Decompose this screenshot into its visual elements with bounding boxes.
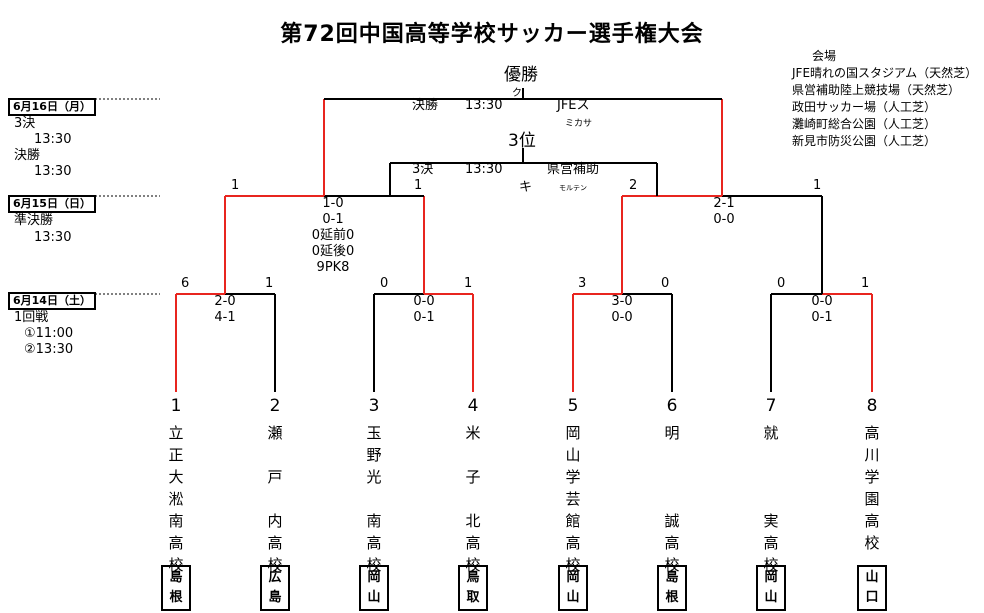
venue-item: 政田サッカー場（人工芝） [792, 100, 937, 114]
date-day3: 6月16日（月） [8, 98, 96, 116]
score-line: 2-0 [214, 294, 236, 309]
sf2-right-score: 1 [813, 178, 822, 193]
sf1-left-score: 1 [231, 178, 240, 193]
sf2-detail: 2-1 0-0 [706, 196, 742, 228]
m1-left-score: 6 [181, 276, 190, 291]
team-name: 岡山学芸館高校 [565, 424, 581, 574]
score-line: 0-1 [413, 310, 435, 325]
third-right-score: 2 [629, 178, 638, 193]
team-name: 就実高校 [763, 424, 779, 574]
score-line: 0延前0 [311, 228, 355, 243]
schedule-day2-line: 13:30 [34, 230, 72, 245]
team-7: 7 就実高校 [756, 396, 786, 576]
m1-right-score: 1 [265, 276, 274, 291]
prefecture-badge: 島根 [657, 565, 687, 611]
score-line: 0-1 [811, 310, 833, 325]
date-day2: 6月15日（日） [8, 195, 96, 213]
sf1-detail: 1-0 0-1 0延前0 0延後0 9PK8 [308, 196, 358, 276]
venue-item: 県営補助陸上競技場（天然芝） [792, 83, 961, 97]
score-line: 0-0 [413, 294, 435, 309]
team-name: 瀬戸内高校 [267, 424, 283, 574]
team-name: 立正大淞南高校 [168, 424, 184, 574]
score-line: 4-1 [214, 310, 236, 325]
team-8: 8 高川学園高校 [857, 396, 887, 576]
m4-detail: 0-0 0-1 [804, 294, 840, 326]
third-venue-sub: モルテン [559, 184, 587, 192]
venue-heading: 会場 [812, 49, 837, 63]
champion-label: 優勝 [504, 65, 538, 85]
schedule-day3-line: 13:30 [34, 164, 72, 179]
m2-detail: 0-0 0-1 [406, 294, 442, 326]
team-seed: 2 [269, 396, 281, 416]
score-line: 0-1 [322, 212, 344, 227]
venue-item: 灘崎町総合公園（人工芝） [792, 117, 937, 131]
final-venue-sub: ミカサ [565, 119, 593, 129]
venue-list: 会場 JFE晴れの国スタジアム（天然芝） 県営補助陸上競技場（天然芝） 政田サッ… [792, 48, 977, 150]
third-left-score: 1 [414, 178, 423, 193]
schedule-day1-line: ①11:00 [24, 326, 74, 341]
m4-left-score: 0 [777, 276, 786, 291]
third-time: 13:30 [465, 162, 503, 177]
schedule-day1-line: ②13:30 [24, 342, 74, 357]
m4-right-score: 1 [861, 276, 870, 291]
prefecture-badge: 山口 [857, 565, 887, 611]
team-name: 明誠高校 [664, 424, 680, 574]
schedule-day3-line: 3決 [14, 116, 36, 131]
team-6: 6 明誠高校 [657, 396, 687, 576]
team-seed: 7 [765, 396, 777, 416]
team-seed: 5 [567, 396, 579, 416]
third-round: 3決 [412, 162, 434, 177]
team-2: 2 瀬戸内高校 [260, 396, 290, 576]
team-seed: 4 [467, 396, 479, 416]
team-3: 3 玉野光南高校 [359, 396, 389, 576]
date-day1: 6月14日（土） [8, 292, 96, 310]
schedule-day3-line: 13:30 [34, 132, 72, 147]
final-time: 13:30 [465, 98, 503, 113]
third-venue: 県営補助 [547, 162, 600, 177]
m3-right-score: 0 [661, 276, 670, 291]
final-round: 決勝 [412, 98, 439, 113]
schedule-day2-line: 準決勝 [14, 213, 54, 228]
team-4: 4 米子北高校 [458, 396, 488, 576]
team-seed: 1 [170, 396, 182, 416]
prefecture-badge: 岡山 [359, 565, 389, 611]
team-name: 玉野光南高校 [366, 424, 382, 574]
third-mark: キ [519, 180, 533, 195]
m1-detail: 2-0 4-1 [207, 294, 243, 326]
prefecture-badge: 広島 [260, 565, 290, 611]
score-line: 1-0 [322, 196, 344, 211]
m2-right-score: 1 [464, 276, 473, 291]
score-line: 0延後0 [311, 244, 355, 259]
score-line: 2-1 [713, 196, 735, 211]
schedule-day3-line: 決勝 [14, 148, 41, 163]
m2-left-score: 0 [380, 276, 389, 291]
team-name: 米子北高校 [465, 424, 481, 574]
third-label: 3位 [508, 131, 536, 151]
score-line: 0-0 [611, 310, 633, 325]
schedule-day1-line: 1回戦 [14, 310, 49, 325]
team-seed: 8 [866, 396, 878, 416]
final-mark: ク [512, 88, 522, 99]
prefecture-badge: 島根 [161, 565, 191, 611]
team-name: 高川学園高校 [864, 424, 880, 552]
prefecture-badge: 岡山 [558, 565, 588, 611]
m3-left-score: 3 [578, 276, 587, 291]
team-seed: 6 [666, 396, 678, 416]
score-line: 3-0 [611, 294, 633, 309]
score-line: 0-0 [811, 294, 833, 309]
venue-item: JFE晴れの国スタジアム（天然芝） [792, 66, 978, 80]
score-line: 0-0 [713, 212, 735, 227]
m3-detail: 3-0 0-0 [604, 294, 640, 326]
score-line: 9PK8 [316, 260, 350, 275]
venue-item: 新見市防災公園（人工芝） [792, 134, 937, 148]
final-venue: JFEス [557, 98, 590, 113]
team-seed: 3 [368, 396, 380, 416]
team-5: 5 岡山学芸館高校 [558, 396, 588, 576]
prefecture-badge: 岡山 [756, 565, 786, 611]
prefecture-badge: 鳥取 [458, 565, 488, 611]
team-1: 1 立正大淞南高校 [161, 396, 191, 576]
page-title: 第72回中国高等学校サッカー選手権大会 [280, 22, 704, 47]
